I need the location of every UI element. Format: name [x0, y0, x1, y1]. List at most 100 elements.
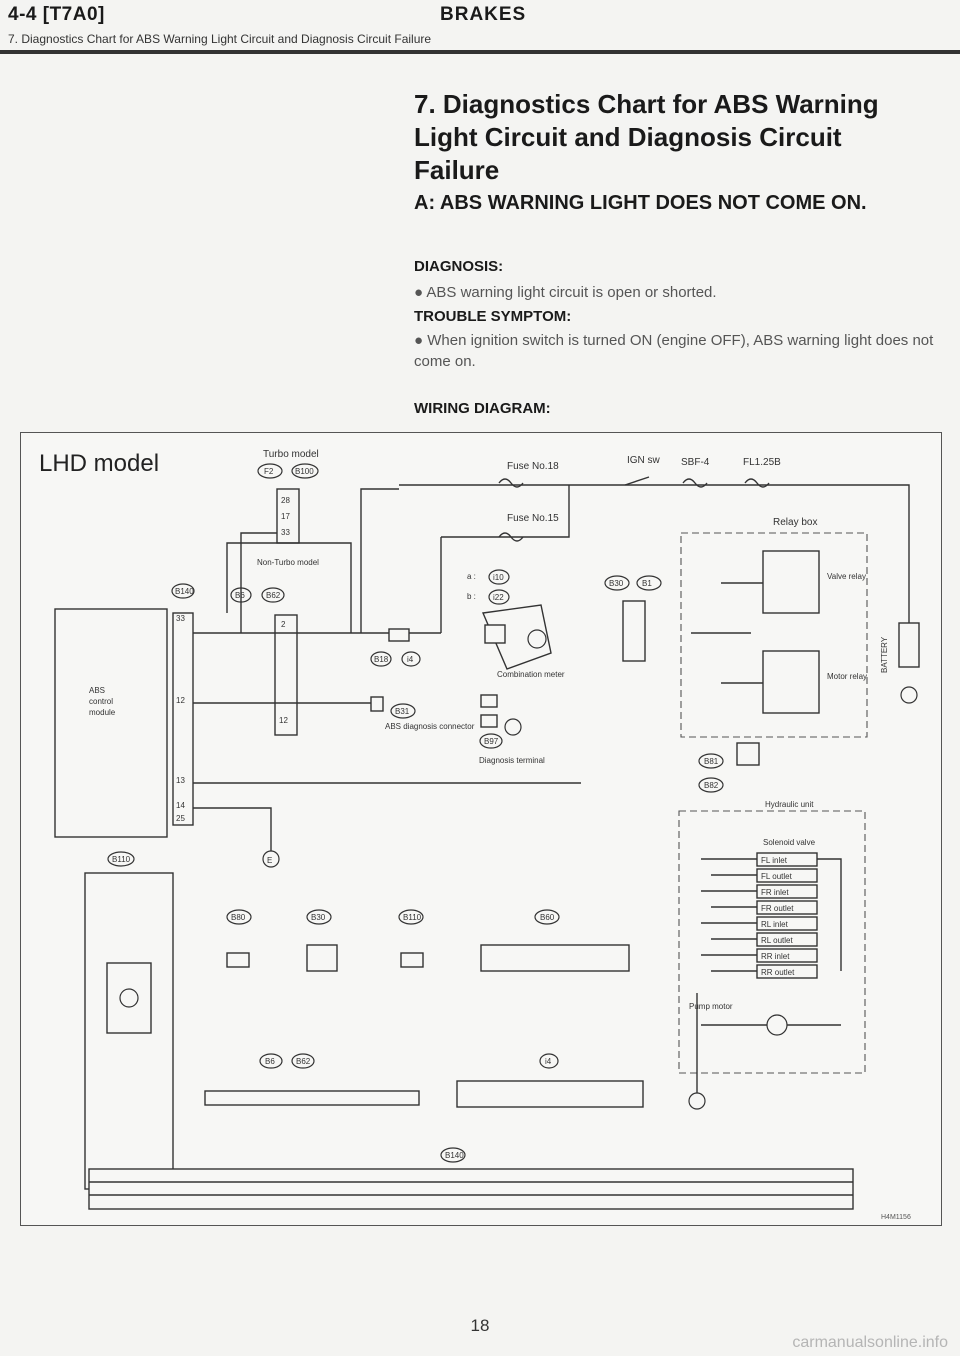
- combination-meter-label: Combination meter: [497, 670, 565, 679]
- pinout-i4-label: i4: [545, 1057, 552, 1066]
- solenoid-rl-inlet-label: RL inlet: [761, 920, 789, 929]
- motor-relay: [762, 650, 820, 714]
- abs-control-module: [54, 608, 168, 838]
- turbo-link: [240, 532, 277, 633]
- turbo-model-label: Turbo model: [263, 449, 319, 460]
- pinout-i4: [456, 1080, 644, 1108]
- fuse-15-label: Fuse No.15: [507, 513, 559, 524]
- hydraulic-unit-label: Hydraulic unit: [765, 800, 814, 809]
- connector-i10-label: i10: [493, 573, 504, 582]
- header-subtitle: 7. Diagnostics Chart for ABS Warning Lig…: [8, 32, 432, 46]
- connector-b81-oval: [698, 753, 724, 769]
- pinout-b30-oval: [306, 909, 332, 925]
- ground-wire-1: [193, 807, 272, 853]
- solenoid-rr-inlet-label: RR inlet: [761, 952, 790, 961]
- figure-id: H4M1156: [881, 1214, 911, 1221]
- connector-b110-label: B110: [112, 855, 131, 864]
- pin-2: 2: [281, 620, 286, 629]
- connector-b97-oval: [479, 733, 503, 749]
- connector-b97-label: B97: [484, 737, 499, 746]
- symptom-text: When ignition switch is turned ON (engin…: [414, 332, 934, 370]
- page-heading: 7. Diagnostics Chart for ABS Warning Lig…: [414, 89, 879, 185]
- connector-b62-oval: [261, 587, 285, 603]
- abs-diag-connector: [370, 696, 384, 712]
- solenoid-fl-outlet-label: FL outlet: [761, 872, 793, 881]
- pinout-b80: [226, 952, 250, 968]
- connector-i22-oval: [488, 589, 510, 605]
- relay-wires: [691, 582, 763, 684]
- solenoid-rl-outlet-label: RL outlet: [761, 936, 794, 945]
- fuse-15-wire: [441, 485, 570, 538]
- relay-box: [680, 532, 868, 738]
- battery-ground: [900, 686, 918, 704]
- warning-lamp-icon: [527, 629, 547, 649]
- relay-box-label: Relay box: [773, 517, 817, 528]
- battery-label: BATTERY: [880, 636, 889, 673]
- solenoid-fr-outlet-label: FR outlet: [761, 904, 794, 913]
- pinout-b62-label: B62: [296, 1057, 311, 1066]
- motor-relay-label: Motor relay: [827, 672, 867, 681]
- model-label: LHD model: [39, 450, 159, 477]
- module-connector-b140: [172, 612, 194, 826]
- pinout-b6-b62: [204, 1090, 420, 1106]
- wiring-label: WIRING DIAGRAM:: [414, 400, 551, 417]
- diag-terminal-1: [480, 694, 498, 708]
- pinout-b140-oval: [440, 1147, 466, 1163]
- connector-i22-label: i22: [493, 593, 504, 602]
- diag-terminal-ground: [504, 718, 522, 736]
- pin-13: 13: [176, 776, 185, 785]
- pump-motor-label: Pump motor: [689, 1002, 733, 1011]
- diagnosis-text: ABS warning light circuit is open or sho…: [426, 284, 717, 301]
- pinout-b6-label: B6: [265, 1057, 275, 1066]
- pin-12: 12: [176, 696, 185, 705]
- ground-e1-label: E: [267, 856, 272, 865]
- connector-b140-label: B140: [175, 587, 194, 596]
- pin-33b: 33: [281, 528, 290, 537]
- connector-i4-oval: [401, 651, 421, 667]
- pin-17: 17: [281, 512, 290, 521]
- solenoid-rr-outlet-label: RR outlet: [761, 968, 795, 977]
- meter-connector: [484, 624, 506, 644]
- hydraulic-connector: [736, 742, 760, 766]
- ground-e1: [262, 850, 280, 868]
- wiring-diagram: .w { stroke:#333; stroke-width:1.4; fill…: [20, 432, 942, 1226]
- fl125b-label: FL1.25B: [743, 457, 781, 468]
- solenoid-fr-inlet-label: FR inlet: [761, 888, 789, 897]
- pin-14: 14: [176, 801, 185, 810]
- pin-12b: 12: [279, 716, 288, 725]
- connector-b18-label: B18: [374, 655, 389, 664]
- pump-motor-icon: [766, 1014, 788, 1036]
- connector-b100-label: B100: [295, 467, 314, 476]
- pinout-b110: [400, 952, 424, 968]
- solenoid-fl-inlet-label: FL inlet: [761, 856, 788, 865]
- connector-b100-oval: [291, 463, 319, 479]
- abs-diag-connector-label: ABS diagnosis connector: [385, 722, 475, 731]
- connector-b82-label: B82: [704, 781, 719, 790]
- valve-relay: [762, 550, 820, 614]
- pinout-b60-oval: [534, 909, 560, 925]
- meter-b-label: b :: [467, 592, 476, 601]
- chapter-title: BRAKES: [440, 4, 527, 25]
- connector-b31-label: B31: [395, 707, 410, 716]
- solenoid-valve-label: Solenoid valve: [763, 838, 816, 847]
- fuse-18-symbol: [498, 478, 524, 488]
- connector-f2-label: F2: [264, 467, 274, 476]
- non-turbo-connector: [274, 614, 298, 736]
- pinout-b30: [306, 944, 338, 972]
- diag-terminal-2: [480, 714, 498, 728]
- solenoid-wires: [701, 858, 842, 972]
- pin-25: 25: [176, 814, 185, 823]
- section-number: 4-4 [T7A0]: [8, 4, 105, 25]
- pinout-b60: [480, 944, 630, 972]
- connector-b30-label: B30: [609, 579, 624, 588]
- relay-box-connector: [622, 600, 646, 662]
- connector-b62-label: B62: [266, 591, 281, 600]
- pinout-b140-label: B140: [445, 1151, 464, 1160]
- fl125b-symbol: [744, 478, 770, 488]
- sub-heading: A: ABS WARNING LIGHT DOES NOT COME ON.: [414, 192, 867, 214]
- diagnosis-label: DIAGNOSIS:: [414, 258, 504, 275]
- connector-b30-oval: [604, 575, 630, 591]
- fuse-18-label: Fuse No.18: [507, 461, 559, 472]
- non-turbo-label: Non-Turbo model: [257, 558, 319, 567]
- diagnosis-terminal-label: Diagnosis terminal: [479, 756, 545, 765]
